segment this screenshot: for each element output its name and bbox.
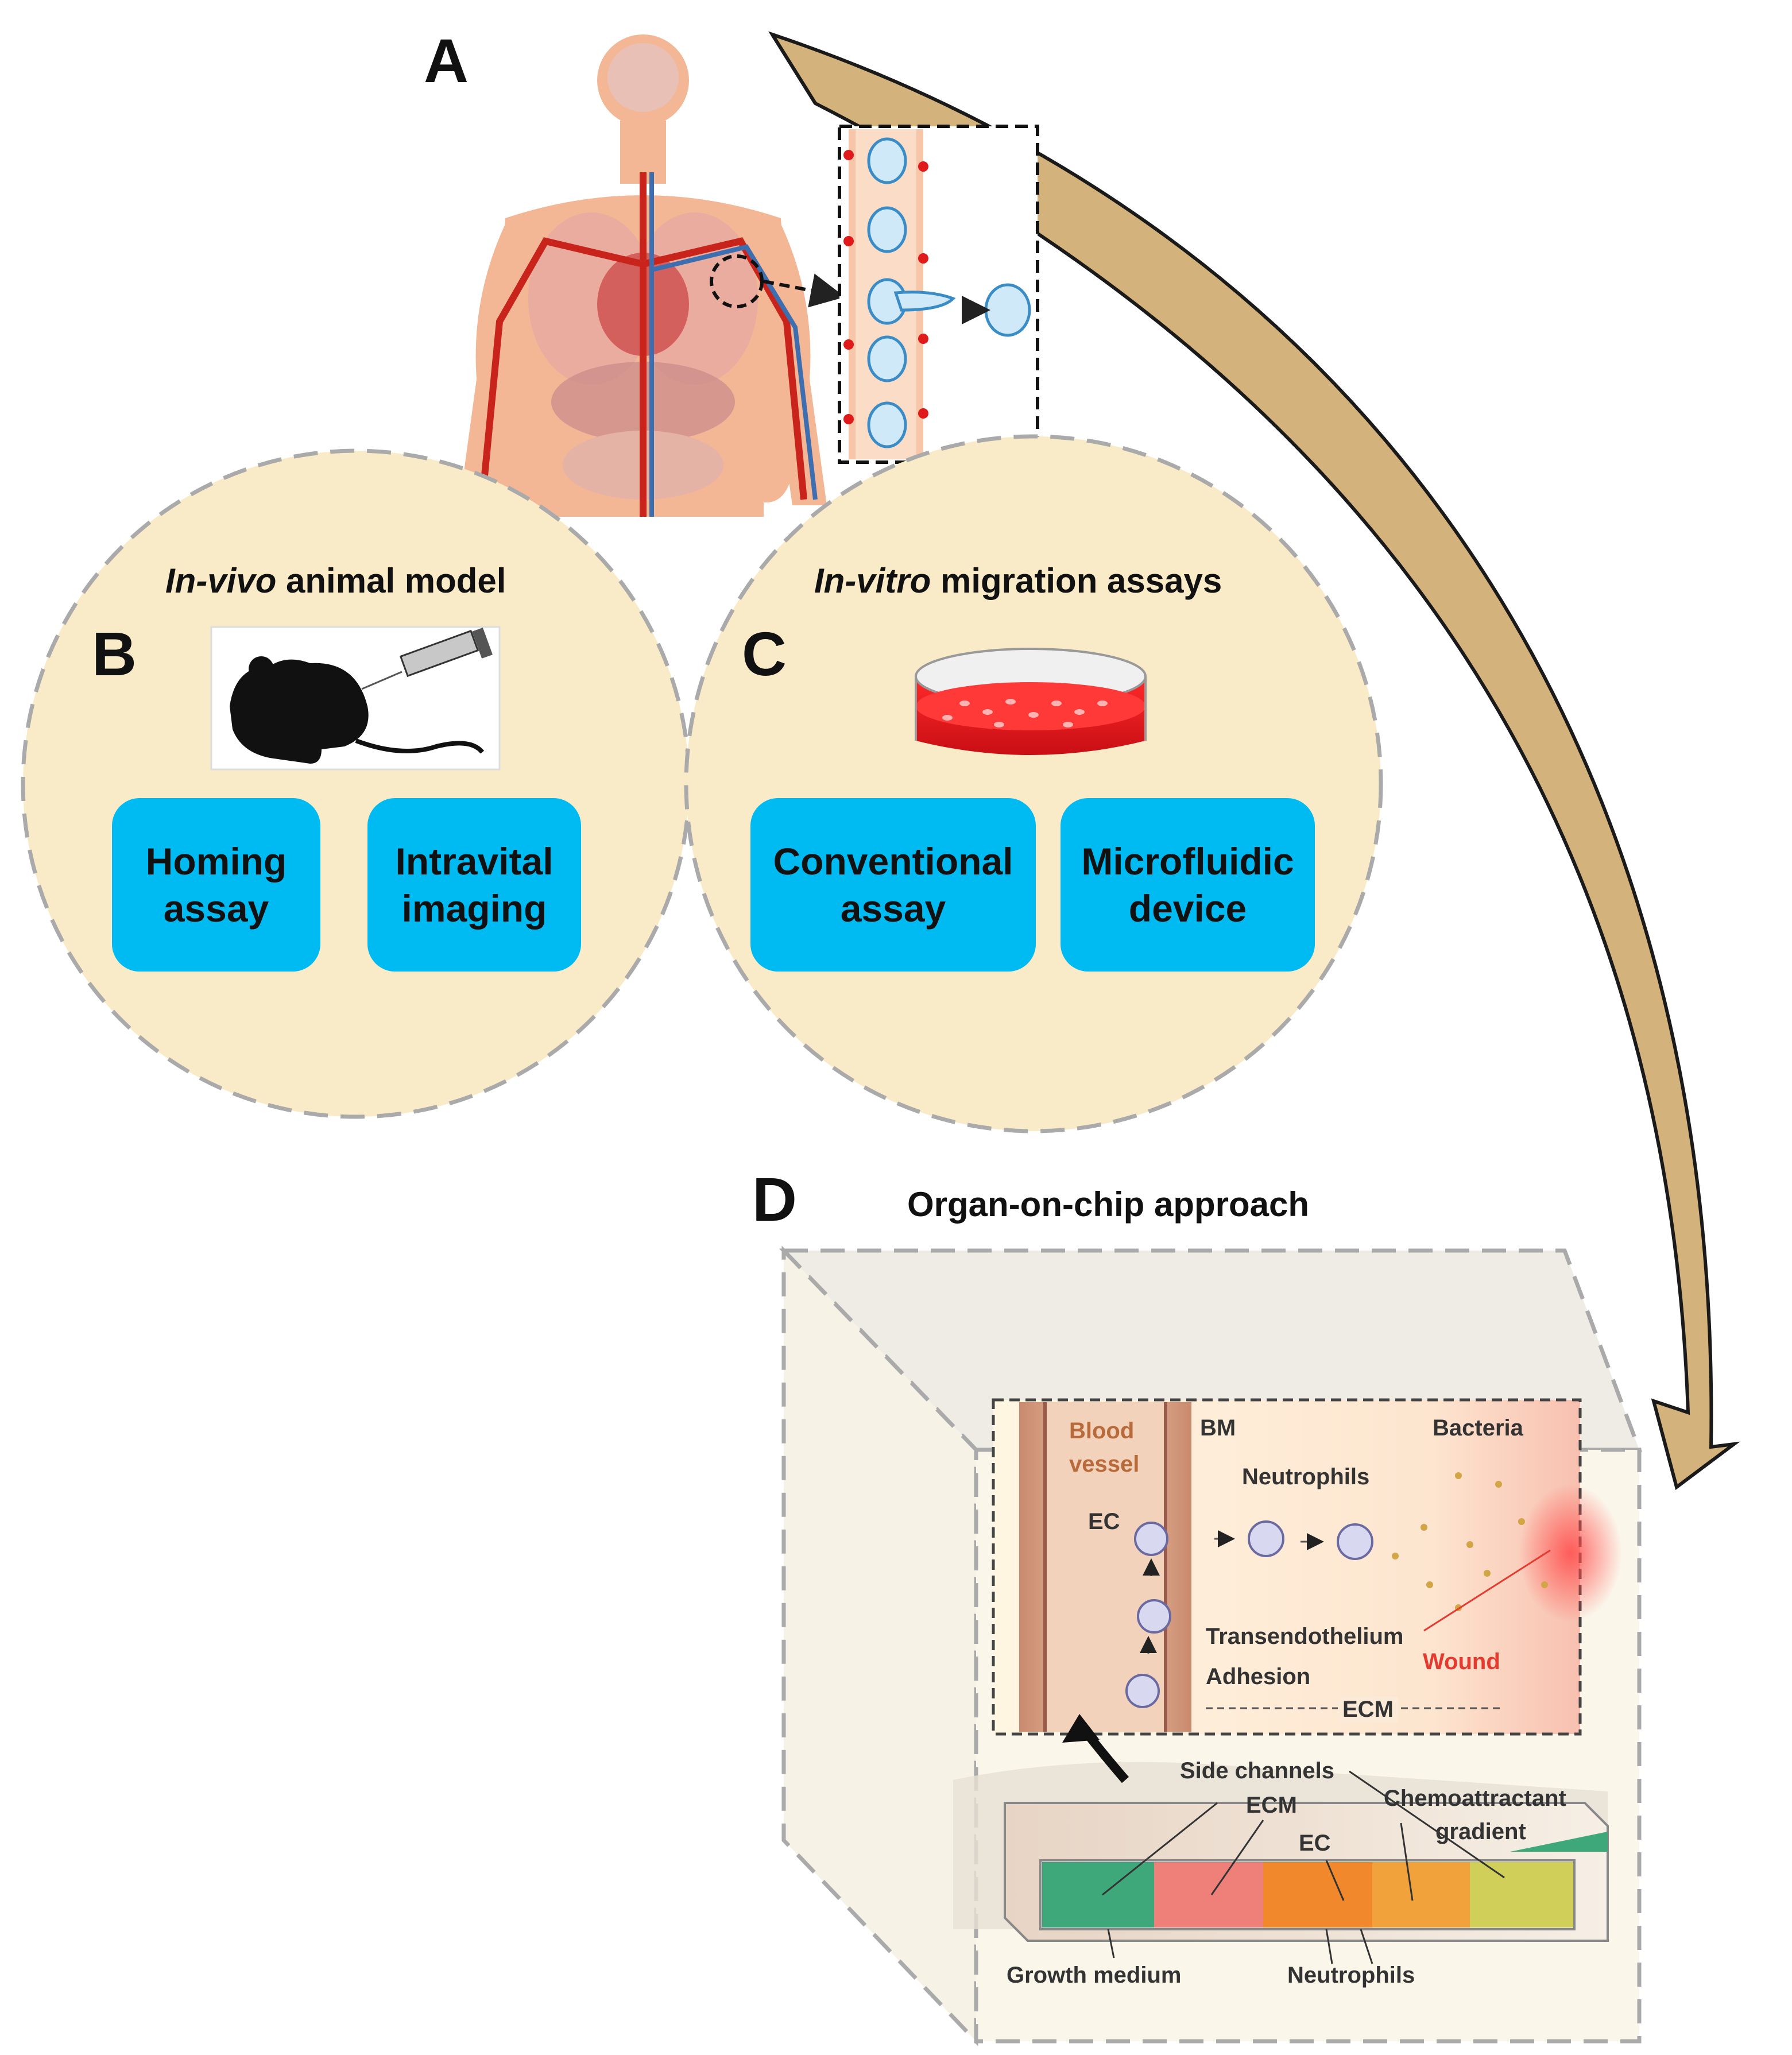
label-chemoattractant: Chemoattractant xyxy=(1384,1786,1566,1811)
homing-assay-box: Homing assay xyxy=(112,798,320,972)
label-growth-medium: Growth medium xyxy=(1007,1963,1182,1988)
panel-b-title: In-vivo animal model xyxy=(165,564,506,598)
conventional-assay-box: Conventional assay xyxy=(750,798,1036,972)
label-ecm-arrow: ECM xyxy=(1338,1697,1398,1723)
intravital-imaging-box: Intravital imaging xyxy=(367,798,581,972)
panel-d-title: Organ-on-chip approach xyxy=(907,1185,1310,1224)
label-adhesion: Adhesion xyxy=(1206,1664,1311,1689)
microfluidic-device-box: Microfluidic device xyxy=(1061,798,1315,972)
vessel-zoom-inset xyxy=(838,125,1039,464)
petri-dish-illustration xyxy=(915,648,1147,755)
panel-letter-b: B xyxy=(92,619,137,688)
panel-b-title-rest: animal model xyxy=(276,562,506,600)
label-vessel: vessel xyxy=(1069,1452,1140,1477)
panel-letter-d: D xyxy=(752,1164,797,1234)
label-neutrophils-top: Neutrophils xyxy=(1242,1464,1370,1489)
label-gradient: gradient xyxy=(1435,1819,1526,1844)
label-blood: Blood xyxy=(1069,1418,1135,1443)
label-bm: BM xyxy=(1200,1415,1236,1441)
label-ec-chip: EC xyxy=(1299,1830,1331,1856)
flow-arrow xyxy=(768,31,1740,1491)
panel-letter-a: A xyxy=(424,26,469,95)
panel-c-circle xyxy=(684,434,1383,1133)
tissue-inset xyxy=(992,1398,1622,1736)
human-body-illustration xyxy=(459,34,845,517)
panel-c-title-rest: migration assays xyxy=(931,562,1222,600)
panel-c-title-em: In-vitro xyxy=(814,562,931,600)
label-ecm-chip: ECM xyxy=(1246,1793,1297,1818)
label-side-channels: Side channels xyxy=(1180,1758,1334,1783)
label-bacteria: Bacteria xyxy=(1433,1415,1523,1441)
microfluidic-chip xyxy=(953,1714,1609,1964)
panel-b-circle xyxy=(21,448,691,1119)
panel-letter-c: C xyxy=(742,619,787,688)
label-transendothelium: Transendothelium xyxy=(1206,1624,1404,1649)
label-neutrophils-bottom: Neutrophils xyxy=(1287,1963,1415,1988)
label-wound: Wound xyxy=(1423,1649,1500,1674)
panel-b-title-em: In-vivo xyxy=(165,562,277,600)
panel-c-title: In-vitro migration assays xyxy=(814,564,1222,598)
label-ec-top: EC xyxy=(1088,1509,1120,1534)
mouse-syringe-illustration xyxy=(210,626,501,771)
